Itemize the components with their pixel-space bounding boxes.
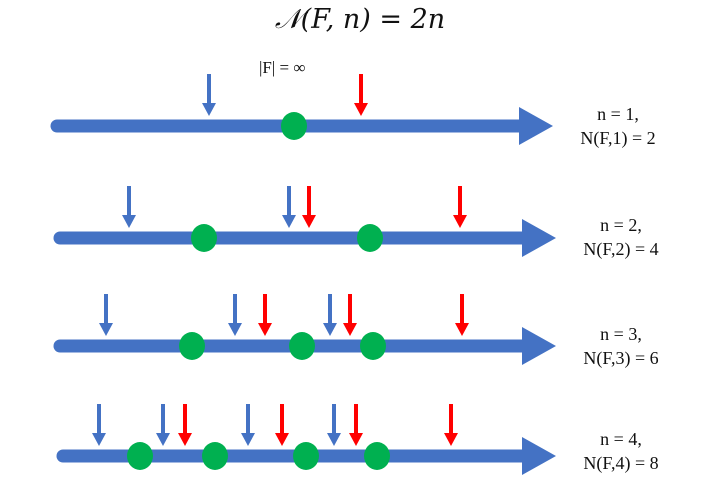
threshold-dot bbox=[293, 442, 319, 470]
threshold-dot bbox=[179, 332, 205, 360]
row-n-label: n = 3, bbox=[600, 324, 642, 344]
blue-down-arrow bbox=[282, 186, 296, 228]
blue-down-arrow bbox=[92, 404, 106, 446]
number-line-row-3 bbox=[53, 294, 556, 365]
threshold-dot bbox=[281, 112, 307, 140]
red-down-arrow bbox=[302, 186, 316, 228]
threshold-dot bbox=[127, 442, 153, 470]
row-n-label: n = 4, bbox=[600, 429, 642, 449]
red-down-arrow bbox=[275, 404, 289, 446]
threshold-dot bbox=[191, 224, 217, 252]
axis-arrowhead bbox=[522, 327, 556, 365]
threshold-dot bbox=[364, 442, 390, 470]
blue-down-arrow bbox=[228, 294, 242, 336]
red-down-arrow bbox=[444, 404, 458, 446]
blue-down-arrow bbox=[323, 294, 337, 336]
blue-down-arrow bbox=[202, 74, 216, 116]
row-N-label: N(F,4) = 8 bbox=[583, 453, 659, 473]
row-N-label: N(F,1) = 2 bbox=[580, 128, 656, 148]
threshold-dot bbox=[289, 332, 315, 360]
row-label-1: n = 1, N(F,1) = 2 bbox=[553, 102, 683, 150]
threshold-dot bbox=[202, 442, 228, 470]
number-line-row-4 bbox=[56, 404, 556, 475]
axis-arrowhead bbox=[522, 437, 556, 475]
axis-arrowhead bbox=[519, 107, 553, 145]
row-label-2: n = 2, N(F,2) = 4 bbox=[556, 213, 686, 261]
axis-arrowhead bbox=[522, 219, 556, 257]
row-n-label: n = 2, bbox=[600, 215, 642, 235]
red-down-arrow bbox=[455, 294, 469, 336]
blue-down-arrow bbox=[241, 404, 255, 446]
red-down-arrow bbox=[354, 74, 368, 116]
number-line-row-2 bbox=[53, 186, 556, 257]
row-N-label: N(F,3) = 6 bbox=[583, 348, 659, 368]
row-n-label: n = 1, bbox=[597, 104, 639, 124]
number-line-row-1 bbox=[50, 74, 553, 145]
red-down-arrow bbox=[258, 294, 272, 336]
row-N-label: N(F,2) = 4 bbox=[583, 239, 659, 259]
blue-down-arrow bbox=[327, 404, 341, 446]
threshold-dot bbox=[360, 332, 386, 360]
cardinality-label: |F| = ∞ bbox=[259, 58, 306, 77]
blue-down-arrow bbox=[156, 404, 170, 446]
row-label-4: n = 4, N(F,4) = 8 bbox=[556, 427, 686, 475]
red-down-arrow bbox=[178, 404, 192, 446]
row-label-3: n = 3, N(F,3) = 6 bbox=[556, 322, 686, 370]
red-down-arrow bbox=[453, 186, 467, 228]
diagram-title: 𝒩(F, n) = 2n bbox=[274, 4, 446, 35]
blue-down-arrow bbox=[99, 294, 113, 336]
threshold-dot bbox=[357, 224, 383, 252]
red-down-arrow bbox=[349, 404, 363, 446]
red-down-arrow bbox=[343, 294, 357, 336]
blue-down-arrow bbox=[122, 186, 136, 228]
